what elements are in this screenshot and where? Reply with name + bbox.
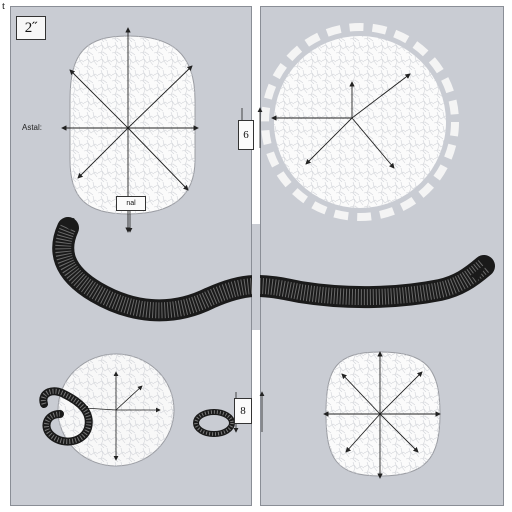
left-side-label: Astal: xyxy=(22,123,43,132)
left-panel xyxy=(10,6,252,506)
right-panel xyxy=(260,6,504,506)
figure-label: 2˝ xyxy=(16,16,46,40)
scale-caption: nal xyxy=(116,196,146,211)
corner-mark: t xyxy=(2,0,6,12)
callout-bottom: 8 xyxy=(234,398,252,424)
callout-top: 6 xyxy=(238,120,254,150)
